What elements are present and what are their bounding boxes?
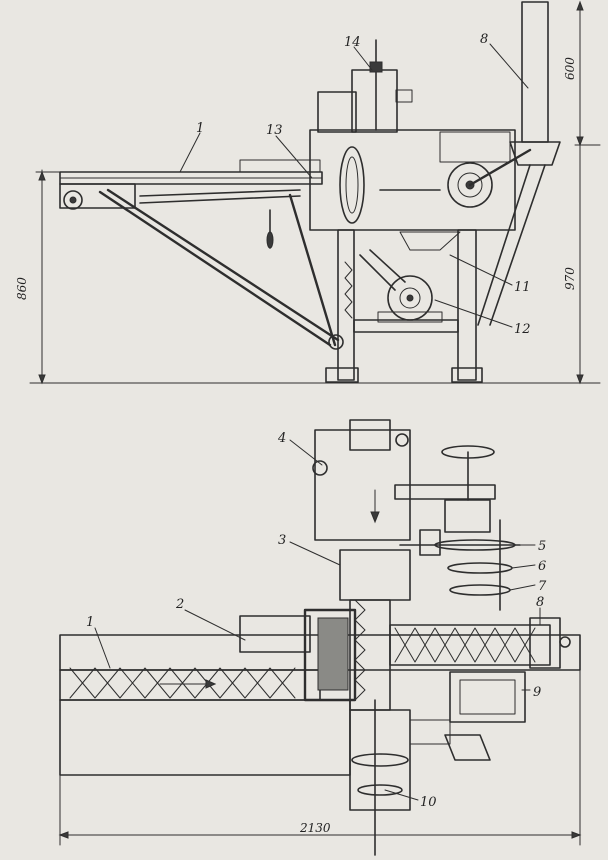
- dim-2130: 2130: [299, 821, 331, 835]
- support-strut: [98, 190, 332, 347]
- motor: [387, 275, 433, 321]
- label-13: 13: [266, 123, 283, 138]
- hopper-mouth: [509, 141, 561, 166]
- drive-belt: [394, 484, 496, 500]
- conveyor-end-frame: [59, 183, 136, 209]
- label-14: 14: [344, 35, 361, 50]
- knife-head: [351, 69, 398, 133]
- label-5: 5: [538, 539, 546, 554]
- outfeed-conveyor: [389, 624, 551, 666]
- lower-drive: [349, 709, 411, 811]
- left-column: [337, 229, 355, 381]
- label-10: 10: [420, 795, 437, 810]
- guide-block: [239, 615, 311, 653]
- strut-pivot: [328, 334, 344, 350]
- gearbox: [449, 671, 526, 723]
- label-11: 11: [514, 280, 531, 295]
- upper-block: [317, 91, 357, 133]
- feed-guide: [239, 159, 321, 173]
- feed-mechanism: [339, 549, 411, 601]
- label-3: 3: [278, 533, 286, 548]
- dim-970: 970: [563, 267, 577, 290]
- label-1-top: 1: [196, 121, 204, 136]
- label-6: 6: [538, 559, 546, 574]
- belt-drive: [359, 254, 396, 291]
- label-1-bottom: 1: [86, 615, 94, 630]
- gear-6: [447, 562, 513, 574]
- label-4: 4: [277, 431, 286, 446]
- pulley: [339, 146, 365, 224]
- dim-600: 600: [563, 57, 577, 80]
- spring: [344, 261, 353, 319]
- right-column: [457, 229, 477, 381]
- conveyor-roller: [63, 190, 83, 210]
- main-housing: [309, 129, 516, 231]
- label-9: 9: [533, 685, 541, 700]
- elevation-view: 1 13 14 8 11 12 860 600 970: [15, 0, 601, 385]
- gear-7: [449, 584, 511, 596]
- discharge-chute: [477, 164, 531, 326]
- crank-wheel: [447, 162, 493, 208]
- label-2: 2: [175, 597, 184, 612]
- label-7: 7: [538, 579, 547, 594]
- plan-view: 1 2 3 4 5 6 7 8 9 10 2130: [58, 419, 582, 856]
- label-8-top: 8: [480, 32, 488, 47]
- connecting-rod: [468, 148, 532, 187]
- label-8-bottom: 8: [536, 595, 544, 610]
- base-table: [59, 699, 351, 776]
- dim-860: 860: [15, 277, 29, 300]
- label-12: 12: [514, 322, 531, 337]
- hopper: [521, 1, 549, 143]
- cutting-box: [303, 608, 357, 702]
